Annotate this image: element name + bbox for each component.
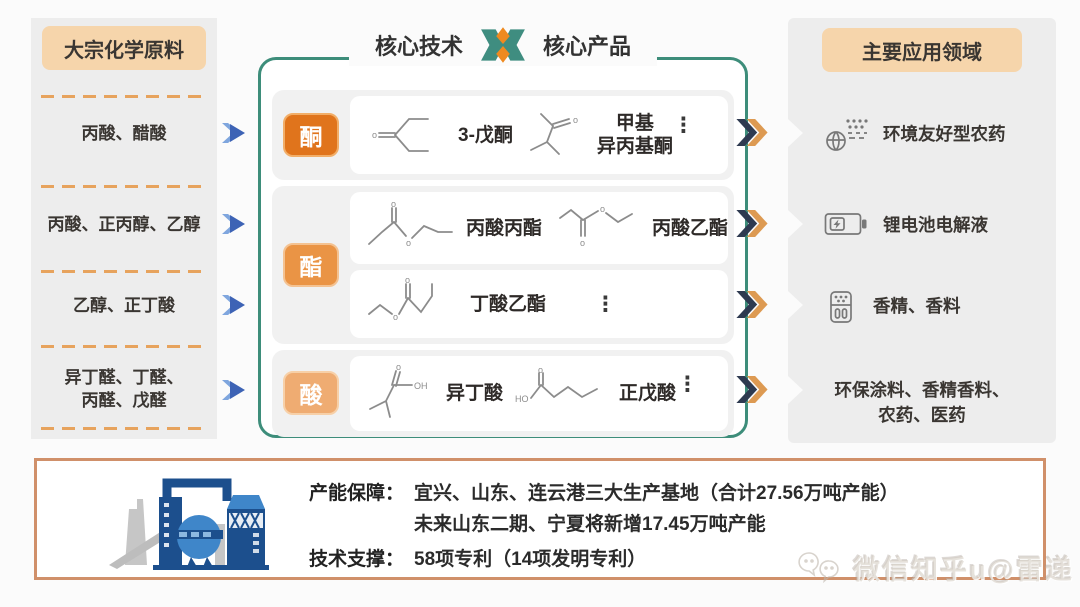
product-name: 丁酸乙酯	[470, 293, 547, 315]
raw-material-item: 异丁醛、丁醛、 丙醛、戊醛	[64, 368, 184, 410]
application-item: 锂电池电解液	[788, 203, 1056, 245]
application-label: 环境友好型农药	[883, 123, 1006, 144]
double-chevron-icon	[736, 210, 768, 237]
blue-arrow-icon	[222, 123, 245, 143]
core-header: 核心技术 核心产品	[348, 24, 658, 66]
acid-card: o OH 异丁酸 HO o 正戊酸 ⋮	[350, 356, 728, 431]
dashed-divider	[41, 185, 207, 188]
shaker-icon	[830, 291, 852, 323]
raw-material-item: 丙酸、醋酸	[81, 124, 167, 143]
svg-text:o: o	[573, 115, 578, 125]
svg-text:o: o	[406, 238, 411, 248]
svg-text:o: o	[391, 200, 396, 209]
chat-bubbles-icon	[798, 551, 839, 583]
product-name: 正戊酸	[619, 383, 677, 404]
capacity-row: 产能保障： 宜兴、山东、连云港三大生产基地（合计27.56万吨产能） 未来山东二…	[309, 478, 899, 540]
capacity-panel: 产能保障： 宜兴、山东、连云港三大生产基地（合计27.56万吨产能） 未来山东二…	[34, 458, 1046, 580]
panel-notch	[788, 376, 803, 404]
raw-materials-panel: 大宗化学原料 丙酸、醋酸 丙酸、正丙醇、乙醇 乙醇、正丁酸 异丁醛、丁醛、 丙醛…	[31, 18, 217, 439]
dashed-divider	[41, 270, 207, 273]
ester-badge: 酯	[283, 243, 339, 287]
double-chevron-icon	[736, 291, 768, 318]
product-name: 甲基 异丙基酮	[596, 113, 673, 157]
dashed-divider	[41, 95, 207, 98]
ester-card-row2: o o 丁酸乙酯 ⋮	[350, 270, 728, 338]
structure-3-pentanone: o	[372, 118, 429, 152]
capacity-line1: 宜兴、山东、连云港三大生产基地（合计27.56万吨产能）	[414, 483, 899, 504]
panel-notch	[788, 210, 803, 238]
ketone-card: o 3-戊酮 o 甲基 异丙基酮 ⋮	[350, 96, 728, 174]
tech-row: 技术支撑： 58项专利（14项发明专利）	[309, 544, 646, 575]
capacity-line2: 未来山东二期、宁夏将新增17.45万吨产能	[414, 514, 766, 535]
application-item: 环境友好型农药	[788, 112, 1056, 154]
svg-text:o: o	[600, 204, 605, 214]
structure-valeric-acid: HO o	[515, 368, 598, 404]
blue-arrow-icon	[222, 295, 245, 315]
raw-material-item: 乙醇、正丁酸	[73, 296, 175, 315]
company-logo-icon	[481, 27, 525, 63]
ester-card-row1: o o 丙酸丙酯 o o 丙酸乙酯	[350, 192, 728, 264]
applications-title: 主要应用领域	[822, 28, 1022, 72]
ketone-badge: 酮	[283, 113, 339, 157]
blue-arrow-icon	[222, 380, 245, 400]
structure-ethyl-propanoate: o o	[559, 204, 633, 248]
more-ellipsis: ⋮	[677, 373, 698, 396]
acid-badge: 酸	[283, 371, 339, 415]
structure-isobutyric-acid: o OH	[369, 363, 428, 418]
application-item: 香精、香料	[788, 284, 1056, 326]
ketone-group: 酮 o 3-戊酮 o 甲基 异丙基酮 ⋮	[272, 90, 734, 180]
double-chevron-icon	[736, 376, 768, 403]
structure-methyl-isopropyl-ketone: o	[530, 113, 578, 155]
product-name: 3-戊酮	[458, 124, 513, 146]
core-products-title: 核心产品	[543, 34, 632, 59]
dashed-divider	[41, 427, 207, 430]
more-ellipsis: ⋮	[595, 293, 616, 316]
acid-group: 酸 o OH 异丁酸 HO o 正戊酸 ⋮	[272, 350, 734, 437]
core-tech-title: 核心技术	[374, 34, 463, 59]
application-label: 锂电池电解液	[883, 214, 988, 235]
product-name: 异丁酸	[446, 383, 504, 404]
tech-label: 技术支撑：	[309, 549, 405, 570]
double-chevron-icon	[736, 119, 768, 146]
applications-panel: 主要应用领域 环境友好型农药 锂电池电解液	[788, 18, 1056, 443]
dashed-divider	[41, 345, 207, 348]
svg-text:o: o	[405, 276, 410, 285]
raw-material-item: 丙酸、正丙醇、乙醇	[47, 215, 201, 234]
svg-text:o: o	[580, 238, 585, 248]
svg-text:HO: HO	[515, 394, 529, 404]
watermark: 微信知乎u@雷递	[795, 548, 1074, 587]
capacity-label: 产能保障：	[309, 483, 405, 504]
application-label: 香精、香料	[873, 295, 961, 316]
more-ellipsis: ⋮	[673, 114, 694, 137]
battery-icon	[824, 213, 867, 235]
pesticide-icon	[826, 119, 868, 151]
structure-propyl-propionate: o o	[368, 200, 453, 248]
svg-text:o: o	[372, 130, 377, 140]
svg-text:OH: OH	[414, 381, 428, 391]
svg-text:o: o	[393, 312, 398, 322]
raw-materials-title: 大宗化学原料	[42, 26, 206, 70]
watermark-text: 微信知乎u@雷递	[853, 555, 1074, 585]
product-name: 丙酸丙酯	[466, 217, 543, 239]
ester-group: 酯 o o 丙酸丙酯 o o 丙酸乙酯 o o 丁酸乙酯	[272, 186, 734, 344]
svg-text:o: o	[538, 368, 543, 375]
product-name: 丙酸乙酯	[652, 217, 729, 239]
svg-text:o: o	[396, 363, 401, 372]
structure-ethyl-butyrate: o o	[368, 276, 433, 322]
panel-notch	[788, 291, 803, 319]
application-item: 环保涂料、香精香料、 农药、医药	[834, 380, 1010, 425]
panel-notch	[788, 119, 803, 147]
factory-illustration	[109, 478, 269, 570]
tech-value: 58项专利（14项发明专利）	[414, 549, 647, 570]
blue-arrow-icon	[222, 214, 245, 234]
